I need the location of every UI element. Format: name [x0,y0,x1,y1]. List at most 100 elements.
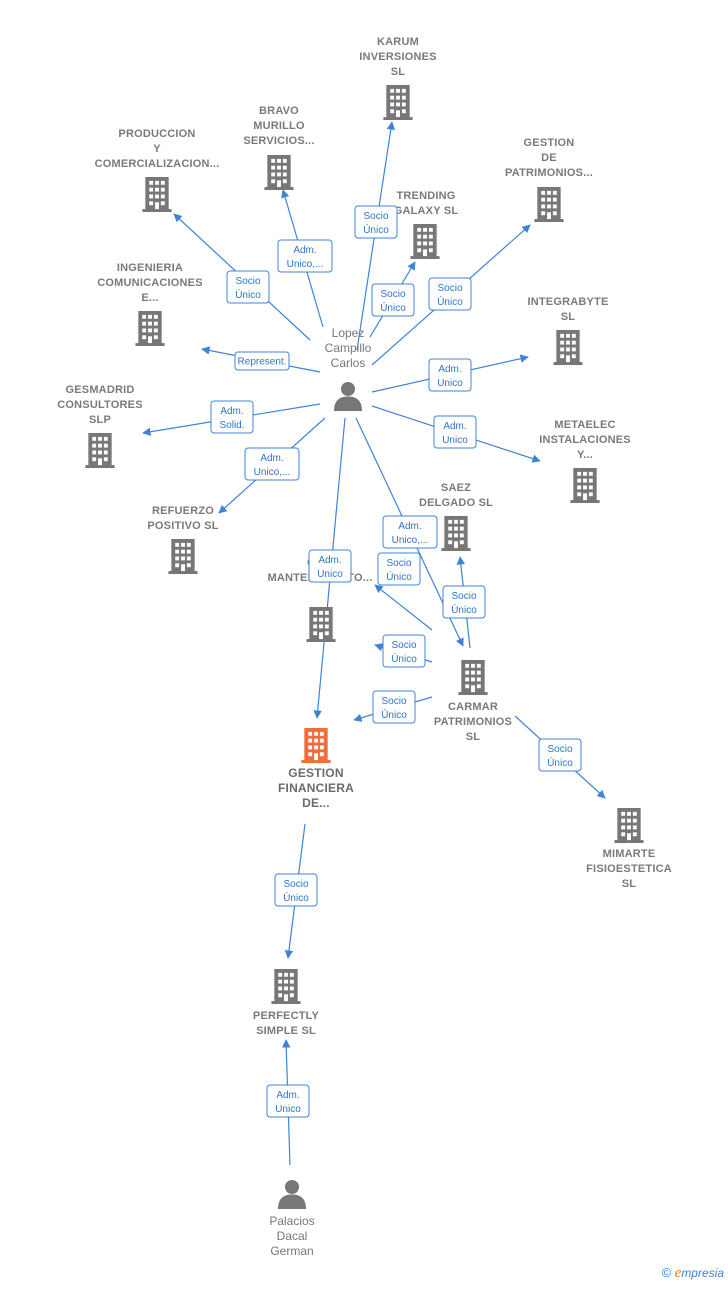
relation-badge[interactable]: Adm.Unico [433,415,477,449]
node-label-line: KARUM [377,36,419,48]
node-label-line: INVERSIONES [359,51,436,63]
node-label-line: FISIOESTETICA [586,863,672,875]
focus-building-icon [301,728,331,763]
building-icon [570,468,600,503]
node-label-line: SL [561,311,576,323]
node-label-line: FINANCIERA [278,781,354,795]
node-label-line: CONSULTORES [57,399,143,411]
building-icon [306,607,336,642]
brand-logo-text: mpresia [681,1266,724,1280]
relation-badge[interactable]: Adm.Solid. [210,400,254,434]
relation-badge-text: Adm. [293,245,316,256]
building-icon [135,311,165,346]
relation-badge-box [538,738,582,772]
relation-badge-text: Unico,... [287,259,324,270]
relation-badge-box [428,277,472,311]
node-bravo[interactable]: BRAVOMURILLOSERVICIOS... [243,105,314,190]
node-label-line: PATRIMONIOS [434,716,512,728]
relation-badge-text: Adm. [398,521,421,532]
relation-badge-box [442,585,486,619]
node-label-line: PRODUCCION [118,128,195,140]
relation-badge-box [377,552,421,586]
node-label-line: E... [141,292,158,304]
node-label-line: Y... [577,449,593,461]
building-icon [168,539,198,574]
node-gestion-patr[interactable]: GESTIONDEPATRIMONIOS... [505,137,593,222]
relation-badge-text: Socio [283,879,308,890]
relation-badge-text: Único [386,570,412,583]
relation-badge[interactable]: Adm. Unico,... [382,515,438,549]
node-saez[interactable]: SAEZ DELGADO SL [419,482,493,551]
relation-badge[interactable]: Adm. Unico [266,1084,310,1118]
building-icon [271,969,301,1004]
node-label-line: Carlos [331,356,366,370]
node-gestion-fin[interactable]: GESTIONFINANCIERADE... [278,728,354,810]
relation-badge-text: Socio [391,640,416,651]
relation-badge-text: Adm. [276,1090,299,1101]
node-metaelec[interactable]: METAELECINSTALACIONESY... [539,419,631,503]
node-ingenieria[interactable]: INGENIERIACOMUNICACIONESE... [97,262,203,346]
relation-badge-text: Socio [547,744,572,755]
relation-badge-text: Socio [386,558,411,569]
relation-badge-text: Socio [451,591,476,602]
node-label-line: INTEGRABYTE [527,296,608,308]
relation-badge-text: Unico,... [392,535,429,546]
relation-badge-text: Único [437,295,463,308]
relation-badge-text: Único [381,708,407,721]
relation-badge-text: Unico [317,569,343,580]
relation-badge[interactable]: Adm.Unico [428,358,472,392]
node-integrabyte[interactable]: INTEGRABYTE SL [527,296,608,365]
building-icon [85,433,115,468]
node-label-line: Palacios [269,1214,314,1228]
relation-badge-box [234,351,290,371]
relation-badge-box [244,447,300,481]
node-label-line: SL [466,731,481,743]
node-label-line: MURILLO [253,120,305,132]
relation-badge-text: Unico [437,378,463,389]
node-label-line: Y [153,143,161,155]
relation-badge[interactable]: Adm. Unico,... [277,239,333,273]
node-label-line: DELGADO SL [419,497,493,509]
relation-badge[interactable]: Represent. [234,351,290,371]
relation-badge-text: Socio [437,283,462,294]
relation-badge-box [226,270,270,304]
relation-badge-text: Único [391,652,417,665]
relation-badge-text: Unico [275,1104,301,1115]
node-label-line: SAEZ [441,482,471,494]
node-label-line: SERVICIOS... [243,135,314,147]
relation-badge[interactable]: Adm.Unico,... [244,447,300,481]
node-label-line: METAELEC [554,419,615,431]
relation-badge[interactable]: Adm.Unico [308,549,352,583]
relation-badge-box [210,400,254,434]
relation-badge-text: Único [380,301,406,314]
edge-carmar-ge_mant [374,584,433,631]
node-label-line: DE [541,152,557,164]
node-label-line: GESMADRID [65,384,134,396]
building-icon [534,187,564,222]
brand-logo-initial: e [674,1265,682,1281]
copyright-icon: © [661,1265,672,1280]
node-produccion[interactable]: PRODUCCIONYCOMERCIALIZACION... [95,128,220,212]
relation-badge-text: Único [363,223,389,236]
person-icon [334,382,362,411]
